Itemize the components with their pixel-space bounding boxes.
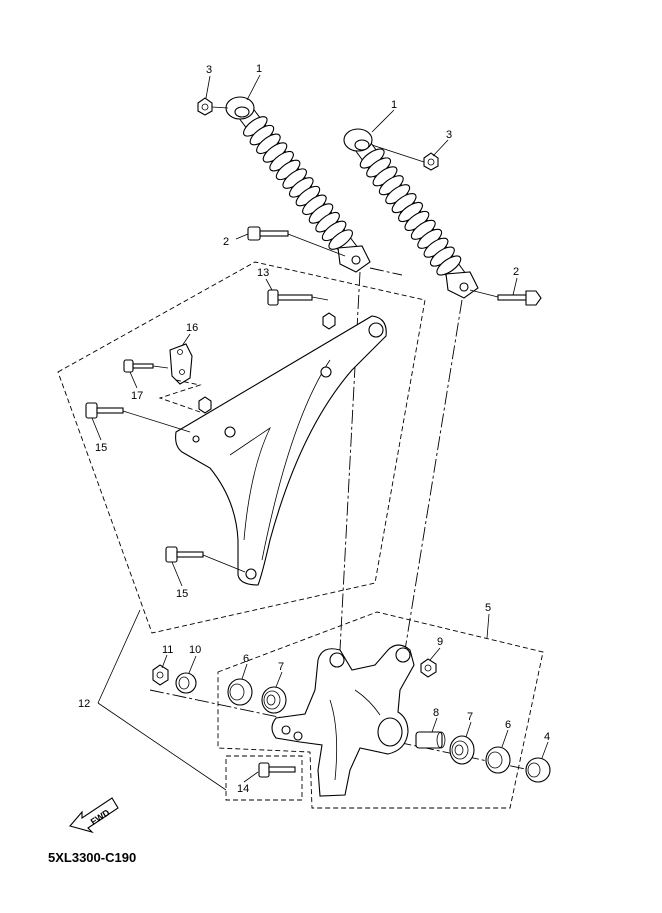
callout-nut-11: 11 xyxy=(162,644,173,656)
bearing-7-right xyxy=(449,735,475,765)
swingarm-casting xyxy=(271,644,415,797)
nut-9 xyxy=(420,658,437,678)
callout-collar-8: 8 xyxy=(433,707,439,719)
bolt-15-top xyxy=(85,402,191,433)
bearing-7-left xyxy=(261,686,287,714)
oil-seal-6-right xyxy=(485,746,511,774)
callout-bolt-15-bottom: 15 xyxy=(176,588,188,600)
collar-8 xyxy=(415,731,446,749)
callout-group-12: 12 xyxy=(78,698,90,710)
nut-11 xyxy=(152,664,169,686)
bolt-2-right xyxy=(469,289,542,306)
bolt-13 xyxy=(267,289,329,306)
shock-absorber-right xyxy=(343,128,479,299)
collar-10 xyxy=(175,672,197,694)
nut-3-right xyxy=(371,144,439,171)
callout-bearing-7-left: 7 xyxy=(278,661,284,673)
callout-bearing-7-right: 7 xyxy=(467,711,473,723)
callout-assembly-5: 5 xyxy=(485,602,491,614)
spring-coil xyxy=(328,229,353,250)
callout-shock-left: 1 xyxy=(256,63,262,75)
callout-bolt-right: 2 xyxy=(513,266,519,278)
bolt-15-bottom xyxy=(165,546,246,573)
spring-coil xyxy=(436,255,462,276)
group-14-outline xyxy=(225,755,303,801)
bracket-16 xyxy=(158,343,202,413)
callout-nut-right: 3 xyxy=(446,129,452,141)
diagram-code: 5XL3300-C190 xyxy=(48,850,136,865)
callout-seal-6-left: 6 xyxy=(243,653,249,665)
bolt-17 xyxy=(123,359,169,373)
bolt-14 xyxy=(258,762,296,778)
oil-seal-6-left xyxy=(227,678,253,706)
callout-nut-9: 9 xyxy=(437,636,443,648)
callout-bolt-14: 14 xyxy=(237,783,249,795)
callout-nut-left: 3 xyxy=(206,64,212,76)
callout-bolt-13: 13 xyxy=(257,267,269,279)
callout-bolt-17: 17 xyxy=(131,390,143,402)
bolt-2-left xyxy=(247,226,346,257)
group-12-outline xyxy=(57,261,426,634)
callout-shock-right: 1 xyxy=(391,99,397,111)
callout-bracket-16: 16 xyxy=(186,322,198,334)
bracket-plate xyxy=(175,312,387,586)
fwd-arrow-icon: FWD xyxy=(69,797,119,834)
callout-washer-4: 4 xyxy=(544,731,550,743)
callout-seal-6-right: 6 xyxy=(505,719,511,731)
shock-absorber-left xyxy=(225,96,371,273)
nut-3-left xyxy=(197,97,229,116)
washer-4 xyxy=(525,757,551,783)
callout-bolt-15-top: 15 xyxy=(95,442,107,454)
callout-collar-10: 10 xyxy=(189,644,201,656)
callout-bolt-left: 2 xyxy=(223,236,229,248)
